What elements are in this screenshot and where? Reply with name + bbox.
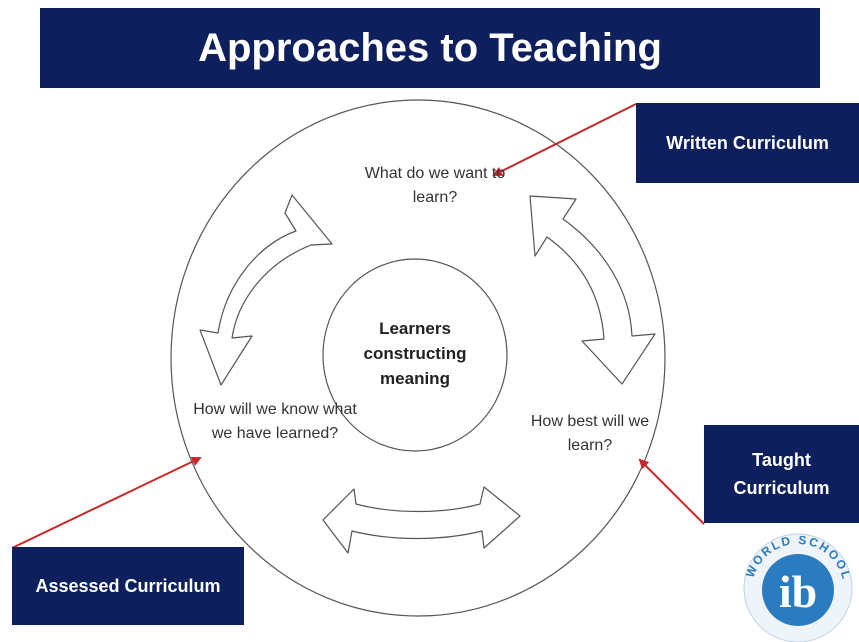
- page-title: Approaches to Teaching: [40, 8, 820, 88]
- outer-circle: [170, 99, 666, 617]
- assessed-pointer-arrow: [11, 456, 202, 549]
- written-curriculum-box: Written Curriculum: [636, 103, 859, 183]
- cycle-arrow-bottom: [322, 486, 521, 554]
- taught-curriculum-box: Taught Curriculum: [704, 425, 859, 523]
- logo-letters: ib: [779, 566, 817, 617]
- question-top: What do we want to learn?: [364, 165, 506, 206]
- cycle-arrow-right: [529, 195, 656, 385]
- inner-circle: [322, 258, 508, 452]
- ib-logo: WORLD SCHOOL ib: [743, 533, 853, 642]
- question-left: How will we know what we have learned?: [193, 401, 357, 442]
- cycle-arrow-left: [199, 194, 333, 386]
- question-right: How best will we learn?: [530, 413, 650, 454]
- assessed-curriculum-box: Assessed Curriculum: [12, 547, 244, 625]
- center-label: Learners constructing meaning: [363, 319, 467, 388]
- taught-pointer-arrow: [638, 458, 705, 525]
- written-pointer-arrow: [492, 103, 637, 176]
- ib-logo-disc: [762, 554, 834, 626]
